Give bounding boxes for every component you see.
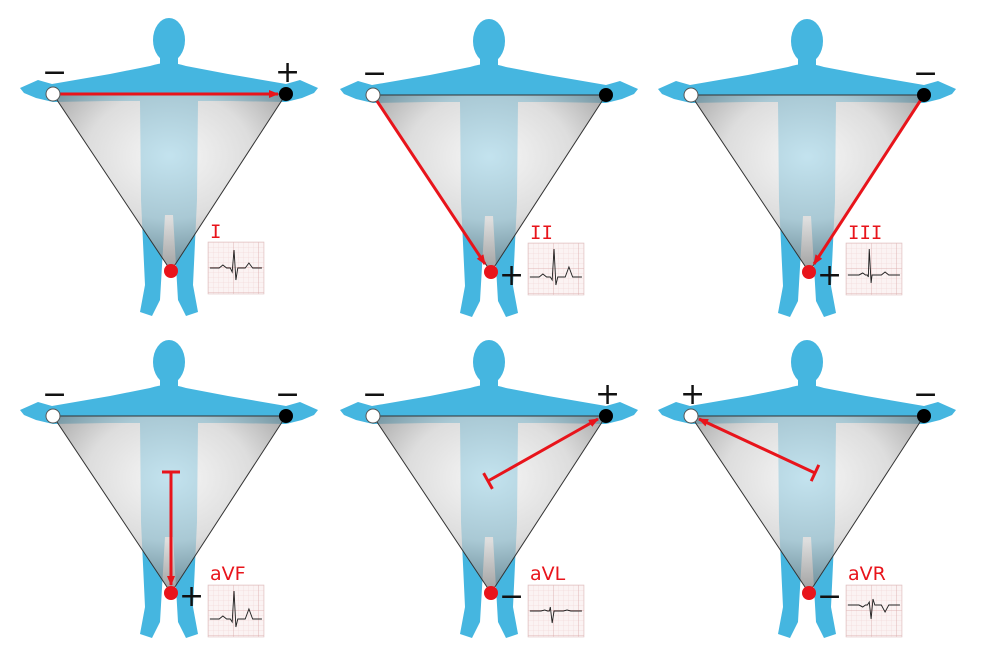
human-head [473, 19, 505, 63]
ecg-thumbnail [527, 242, 585, 296]
vector-origin-bar [482, 472, 494, 490]
ecg-thumbnail [527, 584, 585, 638]
ecg-thumbnail [207, 584, 265, 638]
ecg-grid [207, 584, 265, 638]
right-arm-electrode [365, 408, 381, 424]
einthoven-triangle [690, 415, 925, 594]
leg-polarity: − [817, 579, 842, 614]
ecg-thumbnail [207, 241, 265, 295]
left-arm-electrode [279, 409, 293, 423]
einthoven-triangle [372, 415, 607, 594]
right-arm-polarity: − [362, 377, 387, 412]
leg-electrode [802, 586, 816, 600]
lead-vector-arrow [487, 417, 599, 483]
left-arm-polarity: − [913, 56, 938, 91]
lead-panel-aVR: +−−aVR [658, 340, 956, 638]
leg-electrode [484, 586, 498, 600]
human-neck [798, 56, 816, 70]
lead-vector-arrow [812, 94, 926, 265]
ecg-trace [209, 590, 262, 628]
human-neck [480, 377, 498, 391]
lead-label: II [530, 222, 553, 244]
ecg-grid [845, 242, 903, 296]
left-arm-polarity: + [595, 377, 620, 412]
right-arm-electrode [365, 87, 381, 103]
left-arm-electrode [279, 87, 293, 101]
human-neck [160, 55, 178, 69]
ecg-trace [209, 249, 262, 281]
right-arm-polarity: − [42, 377, 67, 412]
leg-electrode [164, 586, 178, 600]
lead-vector-arrow [698, 417, 816, 475]
left-arm-electrode [917, 409, 931, 423]
left-arm-electrode [599, 88, 613, 102]
lead-panel-aVL: −+−aVL [340, 340, 638, 638]
human-head [791, 19, 823, 63]
right-arm-polarity: − [42, 55, 67, 90]
right-arm-polarity: − [362, 56, 387, 91]
lead-vector-arrow [371, 94, 487, 265]
left-arm-electrode [917, 88, 931, 102]
lead-panel-III: − + III [658, 19, 956, 317]
right-arm-polarity: + [680, 377, 705, 412]
leg-polarity: − [499, 579, 524, 614]
vector-origin-bar [809, 464, 821, 482]
right-arm-electrode [683, 87, 699, 103]
ecg-grid [527, 242, 585, 296]
human-head [153, 18, 185, 62]
ecg-trace [529, 248, 582, 286]
human-head [791, 340, 823, 384]
right-arm-electrode [45, 86, 61, 102]
left-arm-polarity: + [275, 55, 300, 90]
ecg-grid [845, 584, 903, 638]
leg-electrode [484, 265, 498, 279]
leg-polarity: + [499, 258, 524, 293]
right-arm-electrode [45, 408, 61, 424]
lead-label: aVF [210, 563, 246, 585]
leg-polarity: + [817, 258, 842, 293]
lead-label: I [210, 221, 221, 243]
ecg-trace [847, 248, 900, 284]
lead-panel-II: − + II [340, 19, 638, 317]
lead-label: aVR [848, 563, 886, 585]
ecg-trace [529, 606, 582, 624]
human-head [473, 340, 505, 384]
lead-panel-I: − + I [20, 18, 318, 316]
leg-electrode [164, 264, 178, 278]
human-neck [480, 56, 498, 70]
right-arm-electrode [683, 408, 699, 424]
human-neck [798, 377, 816, 391]
leg-polarity: + [179, 579, 204, 614]
left-arm-electrode [599, 409, 613, 423]
lead-panel-aVF: − − + aVF [20, 340, 318, 638]
lead-label: aVL [530, 563, 566, 585]
ecg-thumbnail [845, 584, 903, 638]
human-neck [160, 377, 178, 391]
leg-electrode [802, 265, 816, 279]
ecg-thumbnail [845, 242, 903, 296]
human-head [153, 340, 185, 384]
lead-label: III [848, 222, 882, 244]
ecg-trace [847, 598, 900, 620]
left-arm-polarity: − [913, 377, 938, 412]
left-arm-polarity: − [275, 377, 300, 412]
